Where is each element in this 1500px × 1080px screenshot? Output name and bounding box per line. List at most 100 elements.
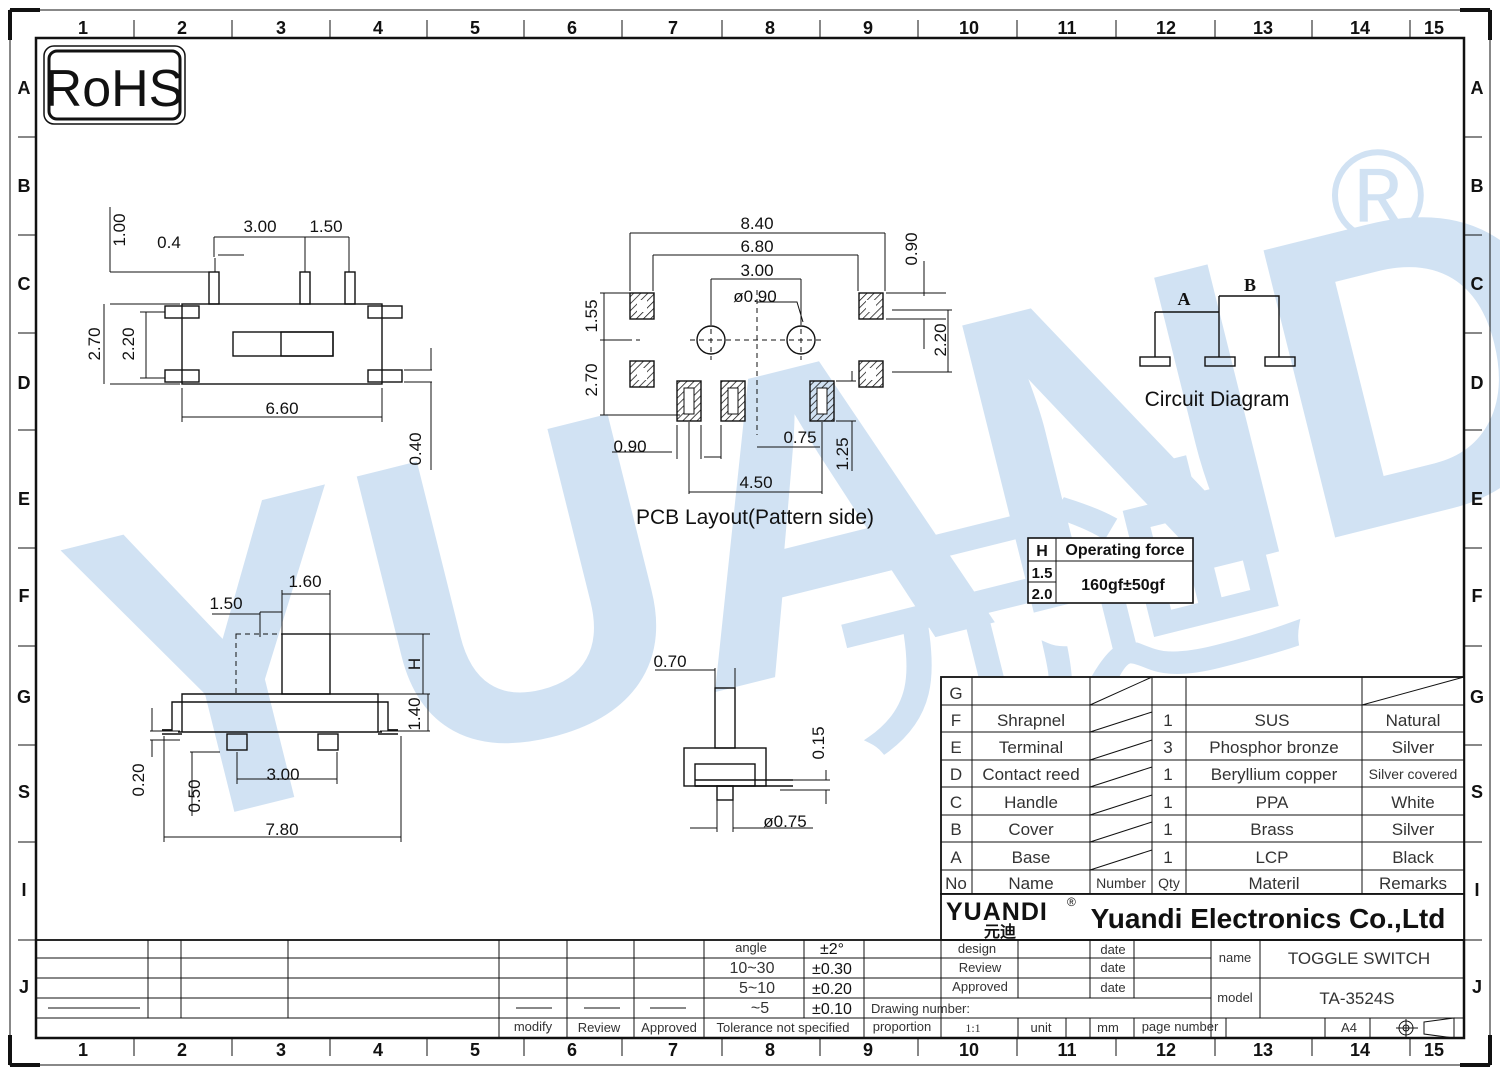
row-label-left: J [19, 977, 29, 997]
design-label: design [958, 941, 996, 956]
dim-label: 2.70 [85, 327, 104, 360]
bom-header: Number [1096, 875, 1146, 891]
col-label-top: 10 [959, 18, 979, 38]
modify-label: modify [514, 1019, 553, 1034]
company-header: YUANDI 元迪 ® Yuandi Electronics Co.,Ltd [940, 893, 1465, 941]
col-label-bottom: 2 [177, 1040, 187, 1060]
dim-label: 6.80 [740, 237, 773, 256]
tolerance-value: ±0.20 [812, 981, 852, 998]
force-table-header: H [1036, 543, 1048, 560]
bom-cell-qty: 1 [1163, 793, 1172, 812]
col-label-bottom: 7 [668, 1040, 678, 1060]
col-label-top: 7 [668, 18, 678, 38]
bom-cell-no: E [950, 738, 961, 757]
col-label-top: 6 [567, 18, 577, 38]
title-block: angle ±2° 10~30 ±0.30 5~10 ±0.20 ~5 ±0.1… [35, 939, 1465, 1039]
dim-label: 1.55 [582, 299, 601, 332]
bom-header: Qty [1158, 875, 1180, 891]
tolerance-range: 10~30 [730, 960, 775, 977]
col-label-bottom: 9 [863, 1040, 873, 1060]
date-label: date [1100, 980, 1125, 995]
scale-value: 1:1 [965, 1021, 980, 1035]
col-label-top: 4 [373, 18, 383, 38]
col-label-top: 2 [177, 18, 187, 38]
col-label-top: 15 [1424, 18, 1444, 38]
bom-cell-no: C [950, 793, 962, 812]
dim-label: 0.70 [653, 652, 686, 671]
row-label-left: F [19, 586, 30, 606]
row-label-right: A [1471, 78, 1484, 98]
bom-cell-remarks: Black [1392, 848, 1434, 867]
dim-label: 0.4 [157, 233, 181, 252]
dim-label: 6.60 [265, 399, 298, 418]
review-label: Review [578, 1020, 621, 1035]
model-label: model [1217, 990, 1253, 1005]
row-label-right: J [1472, 977, 1482, 997]
dim-label: 0.90 [613, 437, 646, 456]
col-label-bottom: 14 [1350, 1040, 1370, 1060]
dim-label: ø0.75 [763, 812, 806, 831]
col-label-top: 14 [1350, 18, 1370, 38]
circuit-label-b: B [1244, 275, 1256, 295]
row-label-right: F [1472, 586, 1483, 606]
bom-cell-remarks: Silver covered [1369, 766, 1458, 782]
col-label-bottom: 5 [470, 1040, 480, 1060]
col-label-top: 1 [78, 18, 88, 38]
front-view: 1.60 1.50 H 1.40 0.20 0.50 3.00 7.80 [129, 572, 430, 842]
bom-header: Materil [1248, 874, 1299, 893]
dim-label: 3.00 [266, 765, 299, 784]
col-label-top: 8 [765, 18, 775, 38]
bom-table: G F Shrapnel 1 SUS Natural E Terminal 3 … [940, 676, 1465, 895]
col-label-bottom: 10 [959, 1040, 979, 1060]
dim-label: 0.15 [809, 726, 828, 759]
column-labels: 1 2 3 4 5 6 7 8 9 10 11 12 13 14 15 1 2 … [78, 18, 1444, 1060]
bom-cell-name: Base [1012, 848, 1051, 867]
dim-label: 8.40 [740, 214, 773, 233]
col-label-top: 9 [863, 18, 873, 38]
bom-header: Name [1008, 874, 1053, 893]
review-label: Review [959, 960, 1002, 975]
model-number: TA-3524S [1319, 989, 1394, 1008]
row-label-left: B [18, 176, 31, 196]
circuit-label-a: A [1178, 289, 1191, 309]
row-labels: A B C D E F G S I J A B C D E F G S I J [17, 78, 1484, 997]
company-logo-cjk: 元迪 [984, 922, 1016, 941]
bom-cell-remarks: Silver [1392, 738, 1435, 757]
bom-cell-material: Phosphor bronze [1209, 738, 1338, 757]
force-table-cell: 2.0 [1032, 586, 1053, 603]
pcb-layout: 8.40 6.80 3.00 ø0.90 0.90 1.55 2.70 2.20… [582, 214, 952, 529]
company-logo: YUANDI [946, 898, 1048, 926]
bom-cell-material: Brass [1250, 820, 1293, 839]
col-label-bottom: 11 [1057, 1040, 1076, 1060]
row-label-right: G [1470, 687, 1484, 707]
dim-label: 0.40 [406, 432, 425, 465]
dim-label: 1.00 [110, 213, 129, 246]
dim-label: 0.90 [902, 232, 921, 265]
tolerance-label: Tolerance not specified [717, 1020, 850, 1035]
circuit-diagram: A B Circuit Diagram [1139, 275, 1296, 411]
rohs-label: RoHS [45, 60, 184, 118]
page-number-label: page number [1142, 1019, 1219, 1034]
bom-cell-material: LCP [1255, 848, 1288, 867]
tolerance-value: ±0.10 [812, 1001, 852, 1018]
operating-force-table: H Operating force 1.5 2.0 160gf±50gf [1027, 537, 1194, 604]
dim-label: 3.00 [740, 261, 773, 280]
force-table-cell: 160gf±50gf [1081, 577, 1165, 594]
dim-label: H [405, 658, 424, 670]
dim-label: 1.40 [405, 697, 424, 730]
bom-cell-remarks: White [1391, 793, 1434, 812]
row-label-right: D [1471, 373, 1484, 393]
rohs-badge: RoHS [43, 45, 186, 125]
paper-size: A4 [1341, 1020, 1357, 1035]
tolerance-range: ~5 [751, 1000, 769, 1017]
col-label-bottom: 3 [276, 1040, 286, 1060]
bom-cell-material: Beryllium copper [1211, 765, 1338, 784]
dim-label: 2.70 [582, 363, 601, 396]
row-label-right: S [1471, 782, 1483, 802]
force-table-cell: 1.5 [1032, 565, 1053, 582]
row-label-left: D [18, 373, 31, 393]
bom-cell-no: D [950, 765, 962, 784]
row-label-right: C [1471, 274, 1484, 294]
side-view: 1.00 0.4 3.00 1.50 2.70 2.20 6.60 0.40 [85, 207, 432, 470]
